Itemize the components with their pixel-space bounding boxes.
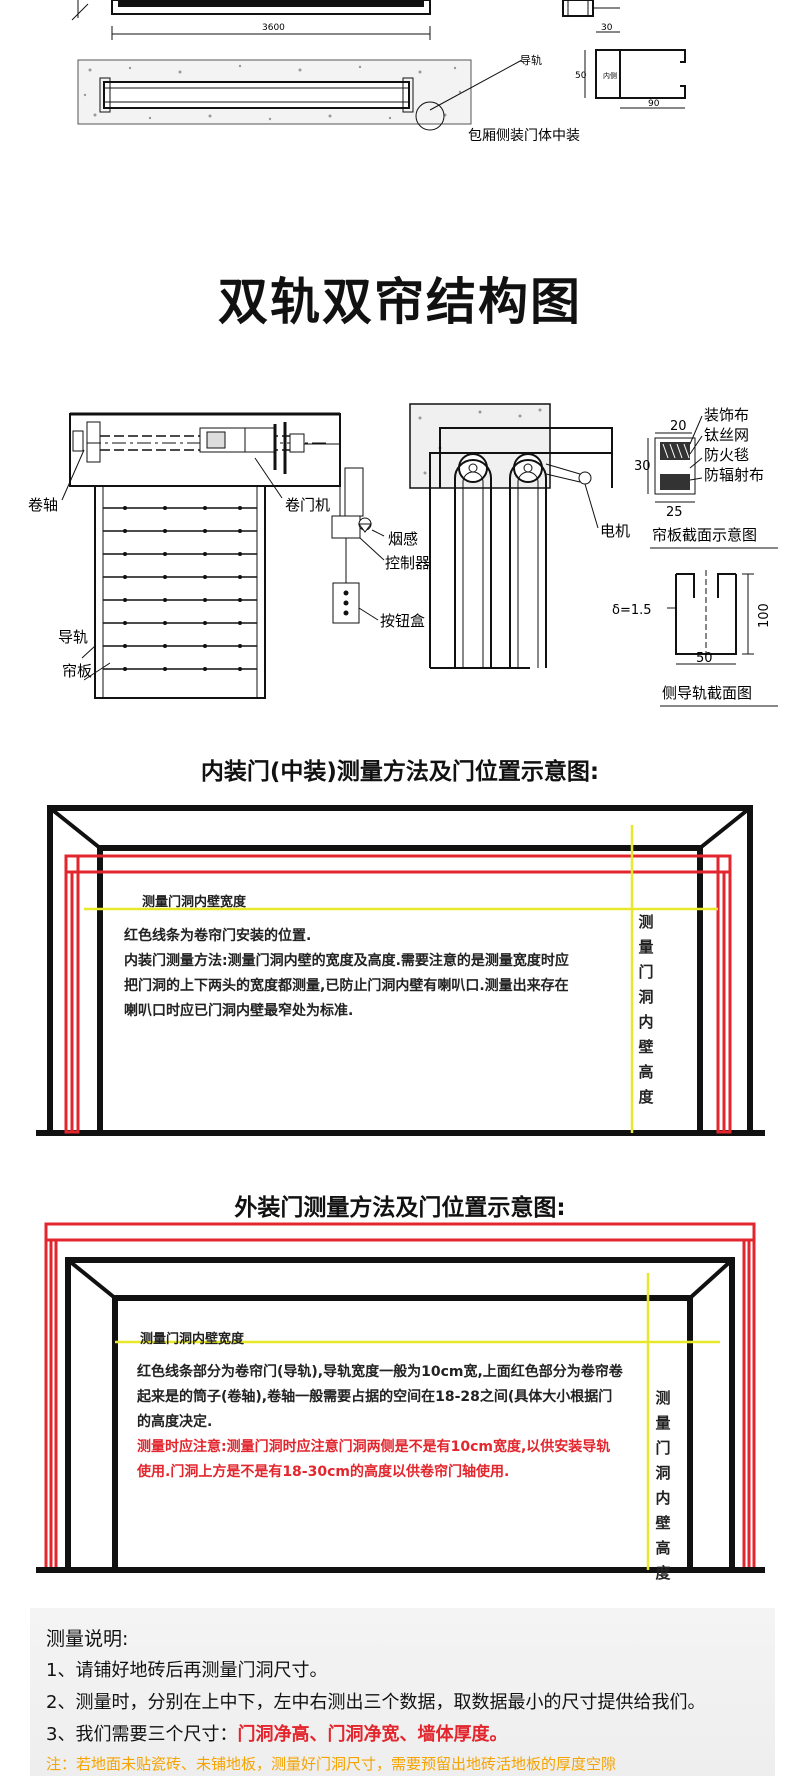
dim-50: 50 bbox=[575, 71, 587, 81]
dim-30: 30 bbox=[601, 23, 613, 33]
notes-item-1: 1、请铺好地砖后再测量门洞尺寸。 bbox=[46, 1660, 328, 1681]
label-door-motor: 卷门机 bbox=[285, 496, 330, 514]
outer-v-1: 测 bbox=[655, 1389, 671, 1407]
inner-v-8: 度 bbox=[638, 1088, 654, 1106]
label-button-box: 按钮盒 bbox=[380, 612, 425, 630]
outer-vertical-label: 测 量 门 洞 内 壁 高 度 bbox=[654, 1386, 672, 1586]
notes-item-3: 3、我们需要三个尺寸：门洞净高、门洞净宽、墙体厚度。 bbox=[46, 1720, 507, 1746]
inner-line-2: 内装门测量方法:测量门洞内壁的宽度及高度.需要注意的是测量宽度时应 bbox=[124, 953, 569, 969]
inner-v-5: 内 bbox=[638, 1013, 654, 1031]
outer-diagram bbox=[0, 1218, 800, 1578]
outer-wall-width-label: 测量门洞内壁宽度 bbox=[140, 1332, 245, 1347]
outer-v-2: 量 bbox=[655, 1414, 671, 1432]
dim-delta: δ=1.5 bbox=[612, 603, 652, 618]
label-smoke-sensor: 烟感 bbox=[388, 530, 418, 548]
dim-20: 20 bbox=[670, 419, 687, 434]
notes-title: 测量说明: bbox=[46, 1628, 129, 1650]
structure-svg: 卷轴 卷门机 烟感 控制器 按钮盒 导轨 帘板 电机 bbox=[28, 403, 778, 707]
outer-line-1: 红色线条部分为卷帘门(导轨),导轨宽度一般为10cm宽,上面红色部分为卷帘卷 bbox=[137, 1364, 623, 1380]
notes-item-3-highlight: 门洞净高、门洞净宽、墙体厚度。 bbox=[237, 1724, 508, 1745]
dim-100: 100 bbox=[757, 603, 772, 628]
inner-v-6: 壁 bbox=[638, 1038, 654, 1056]
dim-90: 90 bbox=[648, 99, 660, 109]
top-drawing-svg: 3600 导轨 包厢侧装门体中装 30 内侧 50 bbox=[71, 0, 686, 144]
top-caption: 包厢侧装门体中装 bbox=[468, 128, 580, 144]
double-rail-title: 双轨双帘结构图 bbox=[218, 273, 582, 331]
inner-v-4: 洞 bbox=[638, 988, 654, 1006]
side-label: 内侧 bbox=[603, 71, 617, 80]
outer-red-line-2: 使用.门洞上方是不是有18-30cm的高度以供卷帘门轴使用. bbox=[137, 1464, 510, 1480]
notes-item-2: 2、测量时，分别在上中下，左中右测出三个数据，取数据最小的尺寸提供给我们。 bbox=[46, 1692, 706, 1713]
dim-25: 25 bbox=[666, 505, 683, 520]
outer-line-3: 的高度决定. bbox=[137, 1414, 213, 1430]
dim-50-b: 50 bbox=[696, 651, 713, 666]
outer-heading: 外装门测量方法及门位置示意图: bbox=[234, 1195, 566, 1221]
outer-paragraph: 红色线条部分为卷帘门(导轨),导轨宽度一般为10cm宽,上面红色部分为卷帘卷 起… bbox=[137, 1360, 647, 1485]
label-fire-blanket: 防火毯 bbox=[704, 446, 749, 464]
inner-v-1: 测 bbox=[638, 913, 654, 931]
measurement-notes: 测量说明: 1、请铺好地砖后再测量门洞尺寸。 2、测量时，分别在上中下，左中右测… bbox=[30, 1608, 775, 1776]
inner-diagram bbox=[0, 800, 800, 1140]
label-controller: 控制器 bbox=[385, 554, 430, 572]
inner-vertical-label: 测 量 门 洞 内 壁 高 度 bbox=[637, 910, 655, 1110]
outer-v-8: 度 bbox=[655, 1564, 671, 1582]
structure-diagram: 卷轴 卷门机 烟感 控制器 按钮盒 导轨 帘板 电机 bbox=[0, 398, 800, 718]
inner-v-7: 高 bbox=[638, 1063, 654, 1081]
outer-v-3: 门 bbox=[655, 1439, 671, 1457]
outer-v-6: 壁 bbox=[655, 1514, 671, 1532]
notes-item-3-prefix: 3、我们需要三个尺寸： bbox=[46, 1724, 238, 1745]
outer-svg bbox=[36, 1222, 765, 1573]
top-drawing: 3600 导轨 包厢侧装门体中装 30 内侧 50 bbox=[0, 0, 800, 150]
guide-label: 导轨 bbox=[520, 53, 542, 67]
dim-3600: 3600 bbox=[262, 23, 285, 33]
outer-red-line-1: 测量时应注意:测量门洞时应注意门洞两侧是不是有10cm宽度,以供安装导轨 bbox=[137, 1439, 611, 1455]
outer-v-5: 内 bbox=[655, 1489, 671, 1507]
inner-heading: 内装门(中装)测量方法及门位置示意图: bbox=[200, 759, 600, 785]
notes-warning: 注：若地面未贴瓷砖、未铺地板，测量好门洞尺寸，需要预留出地砖活地板的厚度空隙 bbox=[46, 1755, 617, 1773]
outer-line-2: 起来是的筒子(卷轴),卷轴一般需要占据的空间在18-28之间(具体大小根据门 bbox=[137, 1389, 613, 1405]
outer-v-4: 洞 bbox=[655, 1464, 671, 1482]
inner-wall-width-label: 测量门洞内壁宽度 bbox=[142, 895, 247, 910]
rail-caption: 侧导轨截面图 bbox=[662, 684, 752, 702]
inner-v-3: 门 bbox=[638, 963, 654, 981]
label-ti-mesh: 钛丝网 bbox=[704, 426, 749, 444]
inner-line-3: 把门洞的上下两头的宽度都测量,已防止门洞内壁有喇叭口.测量出来存在 bbox=[124, 978, 569, 994]
label-guide-rail: 导轨 bbox=[58, 628, 88, 646]
inner-paragraph: 红色线条为卷帘门安装的位置. 内装门测量方法:测量门洞内壁的宽度及高度.需要注意… bbox=[124, 924, 624, 1024]
label-motor: 电机 bbox=[600, 522, 630, 540]
outer-v-7: 高 bbox=[655, 1539, 671, 1557]
section-caption: 帘板截面示意图 bbox=[652, 526, 757, 544]
label-curtain-plate: 帘板 bbox=[62, 662, 92, 680]
inner-svg bbox=[36, 805, 765, 1136]
dim-30-b: 30 bbox=[634, 459, 651, 474]
inner-line-4: 喇叭口时应已门洞内壁最窄处为标准. bbox=[124, 1003, 354, 1019]
label-decor-cloth: 装饰布 bbox=[704, 406, 749, 424]
label-roller-shaft: 卷轴 bbox=[28, 496, 58, 514]
inner-v-2: 量 bbox=[638, 938, 654, 956]
label-anti-radiation: 防辐射布 bbox=[704, 466, 764, 484]
inner-line-1: 红色线条为卷帘门安装的位置. bbox=[124, 928, 312, 944]
